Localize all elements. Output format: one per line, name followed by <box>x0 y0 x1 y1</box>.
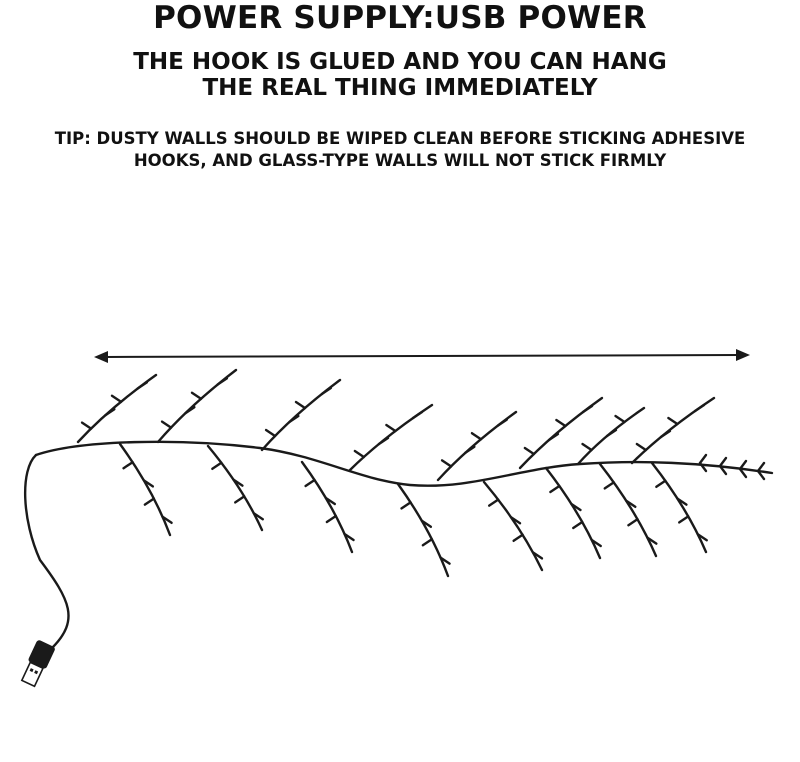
vine-leaf <box>264 428 277 438</box>
vine-leaf <box>136 381 149 390</box>
tip-text: TIP: DUSTY WALLS SHOULD BE WIPED CLEAN B… <box>0 128 800 172</box>
vine-leaf <box>676 497 688 506</box>
vine-leaf <box>718 464 728 476</box>
vine-leaf <box>122 460 134 470</box>
vine-leaf <box>655 479 667 489</box>
vine-leaf <box>531 551 544 560</box>
vine-twig <box>598 462 658 558</box>
vine-leaf <box>104 407 116 417</box>
vine-leaf <box>324 496 337 506</box>
vine-leaf <box>678 515 690 524</box>
vine-leaf <box>635 442 648 452</box>
vine-leaf <box>211 461 223 471</box>
vine-leaf <box>304 478 316 488</box>
vine-leaf <box>509 515 522 525</box>
vine-leaf <box>512 533 524 543</box>
vine-leaf <box>487 498 500 507</box>
vine-leaf <box>377 436 390 446</box>
page-title: POWER SUPPLY:USB POWER <box>153 0 647 36</box>
vine-leaf <box>80 421 93 430</box>
vine-leaf <box>555 418 567 428</box>
hook-description: THE HOOK IS GLUED AND YOU CAN HANG THE R… <box>0 49 800 101</box>
vine-leaf <box>439 556 451 565</box>
vine-leaf <box>353 449 366 459</box>
vine-twig <box>650 461 708 554</box>
vine-leaf <box>625 499 637 509</box>
vine-leaf <box>464 445 476 455</box>
usb-plug-icon <box>20 640 55 688</box>
vine-leaf <box>523 446 536 456</box>
vine-leaf <box>294 400 307 410</box>
vine-leaf <box>570 502 582 512</box>
vine-twig <box>482 480 544 572</box>
vine-leaf <box>698 461 708 473</box>
tip-line-1: TIP: DUSTY WALLS SHOULD BE WIPED CLEAN B… <box>54 129 746 148</box>
vine-leaf <box>547 432 560 442</box>
vine-leaf <box>142 479 155 488</box>
vine-leaf <box>603 481 615 490</box>
vine-leaf <box>216 377 229 386</box>
double-arrow-icon <box>94 349 750 363</box>
vine-leaf <box>693 403 706 413</box>
vine-leaf <box>496 418 509 427</box>
vine-leaf <box>421 537 434 547</box>
vine-leaf <box>572 520 584 530</box>
vine-leaf <box>440 459 453 468</box>
vine-twig <box>300 460 354 554</box>
vine-twig <box>544 466 602 560</box>
vine-leaf <box>411 410 424 420</box>
vine-leaf <box>738 467 748 479</box>
vine-leaf <box>234 495 246 504</box>
vine-leaf <box>320 386 333 396</box>
vine-leaf <box>110 394 123 404</box>
vine-leaf <box>252 511 264 521</box>
vine-leaf <box>756 461 766 473</box>
vine-leaf <box>590 538 602 548</box>
vine-leaf <box>160 420 173 429</box>
vine-leaf <box>143 497 156 506</box>
vine-twig <box>576 406 646 466</box>
vine-twig <box>118 442 172 537</box>
vine-twig <box>206 444 264 532</box>
vine-leaf <box>581 404 594 414</box>
vine-leaf <box>718 456 728 468</box>
hook-description-line-2: THE REAL THING IMMEDIATELY <box>202 75 598 101</box>
vine-leaf <box>385 423 397 433</box>
vine-leaf <box>667 416 679 426</box>
vine-leaf <box>581 442 593 452</box>
vine-leaf <box>738 459 748 471</box>
vine-branch-icon <box>23 368 774 650</box>
vine-leaf <box>325 514 338 524</box>
vine-light-drawing <box>20 349 774 688</box>
vine-leaf <box>288 414 300 424</box>
vine-leaf <box>627 517 639 527</box>
vine-leaf <box>470 431 483 441</box>
vine-leaf <box>614 414 626 424</box>
vine-leaf <box>343 532 355 542</box>
vine-leaf <box>698 453 708 465</box>
tip-line-2: HOOKS, AND GLASS-TYPE WALLS WILL NOT STI… <box>133 151 667 170</box>
hook-description-line-1: THE HOOK IS GLUED AND YOU CAN HANG <box>133 49 667 75</box>
vine-leaf <box>400 501 412 510</box>
vine-leaf <box>659 429 672 439</box>
vine-leaf <box>756 469 766 481</box>
vine-twig <box>396 482 450 578</box>
vine-leaf <box>161 515 173 525</box>
vine-leaf <box>232 478 244 487</box>
vine-leaf <box>646 536 658 545</box>
vine-leaf <box>696 532 708 542</box>
vine-leaf <box>605 428 618 438</box>
vine-light-illustration <box>0 330 800 710</box>
vine-leaf <box>184 405 196 415</box>
vine-leaf <box>190 391 203 401</box>
vine-leaf <box>549 484 561 494</box>
vine-leaf <box>420 519 433 529</box>
